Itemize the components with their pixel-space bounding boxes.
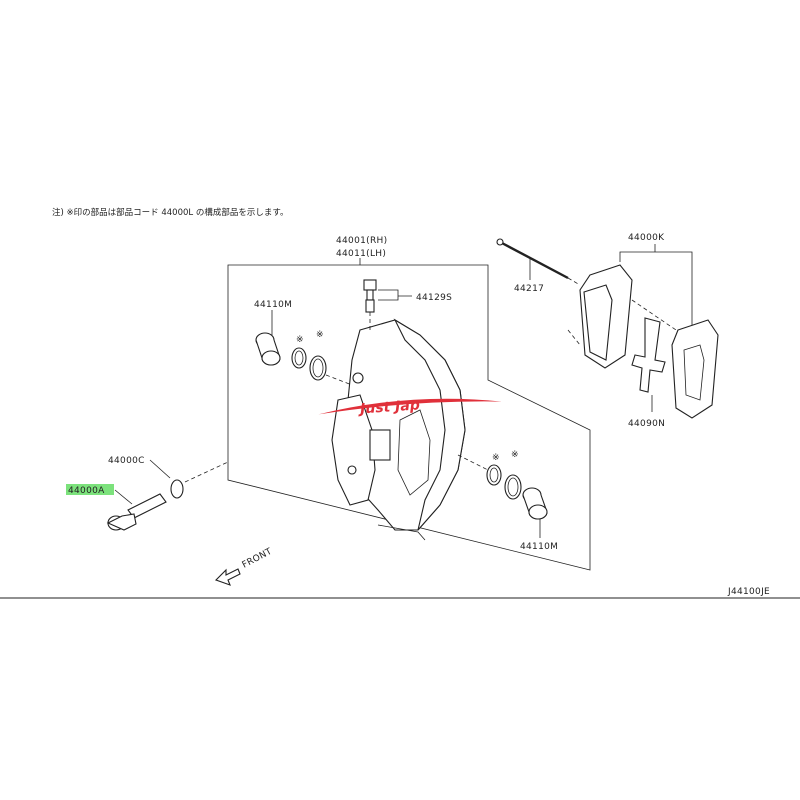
callout-pad-kit: 44000K <box>628 233 665 243</box>
callout-bleeder: 44129S <box>416 293 452 303</box>
seal-mark-bottom-2: ※ <box>511 450 519 460</box>
callout-washer: 44000C <box>108 456 145 466</box>
watermark-logo: Just Jap <box>318 397 502 418</box>
piston-top <box>255 332 281 366</box>
diagram-code: J44100JE <box>727 587 770 597</box>
piston-bottom <box>522 487 548 520</box>
bleeder-screw <box>363 279 377 330</box>
front-label: FRONT <box>241 547 274 571</box>
seal-bottom <box>486 464 502 486</box>
parts-note: 注) ※印の部品は部品コード 44000L の構成部品を示します。 <box>52 207 288 218</box>
caliper-body <box>331 318 466 541</box>
callout-shim: 44090N <box>628 419 665 429</box>
brake-pad-inner <box>579 264 633 369</box>
bolt-leader <box>114 489 133 505</box>
pad-shim <box>631 317 666 393</box>
callout-caliper-rh: 44001(RH) <box>336 236 387 246</box>
callout-piston-top: 44110M <box>254 300 292 310</box>
callout-caliper-lh: 44011(LH) <box>336 249 386 259</box>
washer <box>170 479 184 499</box>
callout-bolt: 44000A <box>68 486 105 496</box>
seal-mark-top-1: ※ <box>296 335 304 345</box>
caliper-group-outline <box>227 264 591 571</box>
callout-piston-bottom: 44110M <box>520 542 558 552</box>
mounting-bolt <box>106 493 167 531</box>
pad-alignment-lines <box>567 277 677 346</box>
pad-kit-bracket <box>619 251 693 325</box>
brake-pad-outer <box>671 319 719 419</box>
seal-top <box>291 347 307 369</box>
front-arrow-icon <box>214 568 241 586</box>
boot-bottom <box>504 474 522 500</box>
boot-top <box>309 355 327 381</box>
watermark-text: Just Jap <box>357 397 421 417</box>
seal-mark-top-2: ※ <box>316 330 324 340</box>
seal-mark-bottom-1: ※ <box>492 453 500 463</box>
pad-pin <box>496 238 569 280</box>
piston-top-axis <box>325 374 353 386</box>
bolt-axis <box>184 461 229 483</box>
piston-bottom-axis <box>457 454 489 471</box>
washer-leader <box>149 459 171 479</box>
bolt-label-highlight <box>66 484 114 495</box>
callout-pin: 44217 <box>514 284 544 294</box>
bleeder-leader <box>378 289 412 301</box>
